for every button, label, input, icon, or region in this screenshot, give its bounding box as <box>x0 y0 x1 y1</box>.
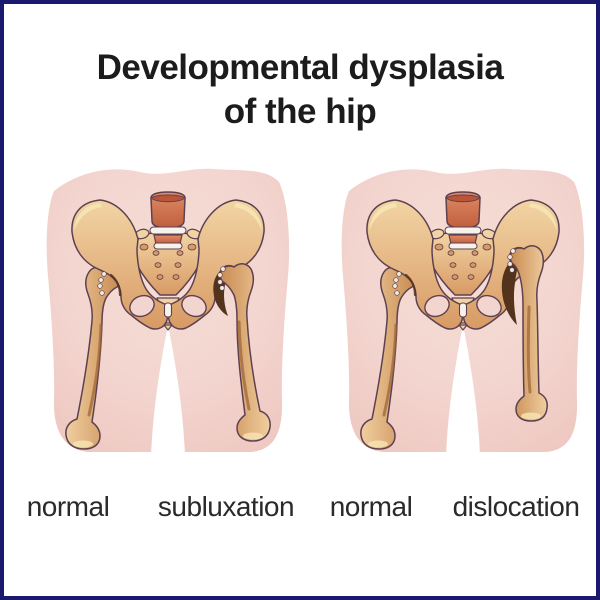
hip-illustration-subluxation <box>46 168 290 456</box>
sacral-foramina <box>139 243 197 280</box>
hip-bone-right <box>167 199 265 330</box>
title-line-2: of the hip <box>223 92 377 131</box>
title-line-1: Developmental dysplasia <box>96 48 504 87</box>
pubic-symphysis <box>163 302 173 318</box>
empty-socket-shadow <box>501 259 521 325</box>
femur-right-subluxation <box>219 263 271 442</box>
hip-label-dislocation: dislocation <box>452 491 580 522</box>
pubic-symphysis <box>458 302 468 318</box>
hip-bone-left <box>366 199 464 330</box>
hip-joint-right-dislocation <box>501 245 548 422</box>
hip-label-normal-1: normal <box>26 491 110 522</box>
hip-joint-right-subluxation <box>213 263 271 442</box>
hip-bone-left <box>71 199 169 330</box>
pelvis-bones <box>366 191 560 331</box>
hip-joint-left-normal <box>97 271 122 297</box>
page-title: Developmental dysplasia of the hip <box>4 46 596 134</box>
hip-label-normal-2: normal <box>329 491 413 522</box>
hip-joint-left-normal <box>392 271 417 297</box>
femur-left-normal <box>65 266 121 450</box>
lumbar-vertebra <box>444 191 482 250</box>
pelvis-figure-subluxation <box>38 157 298 467</box>
femur-left-normal <box>360 266 416 450</box>
hip-label-subluxation: subluxation <box>157 491 295 522</box>
hip-illustration-dislocation <box>341 168 585 456</box>
sacral-foramina <box>434 243 492 280</box>
pelvis-bones <box>71 191 265 331</box>
pelvis-figure-dislocation <box>333 157 593 467</box>
lumbar-vertebra <box>149 191 187 250</box>
